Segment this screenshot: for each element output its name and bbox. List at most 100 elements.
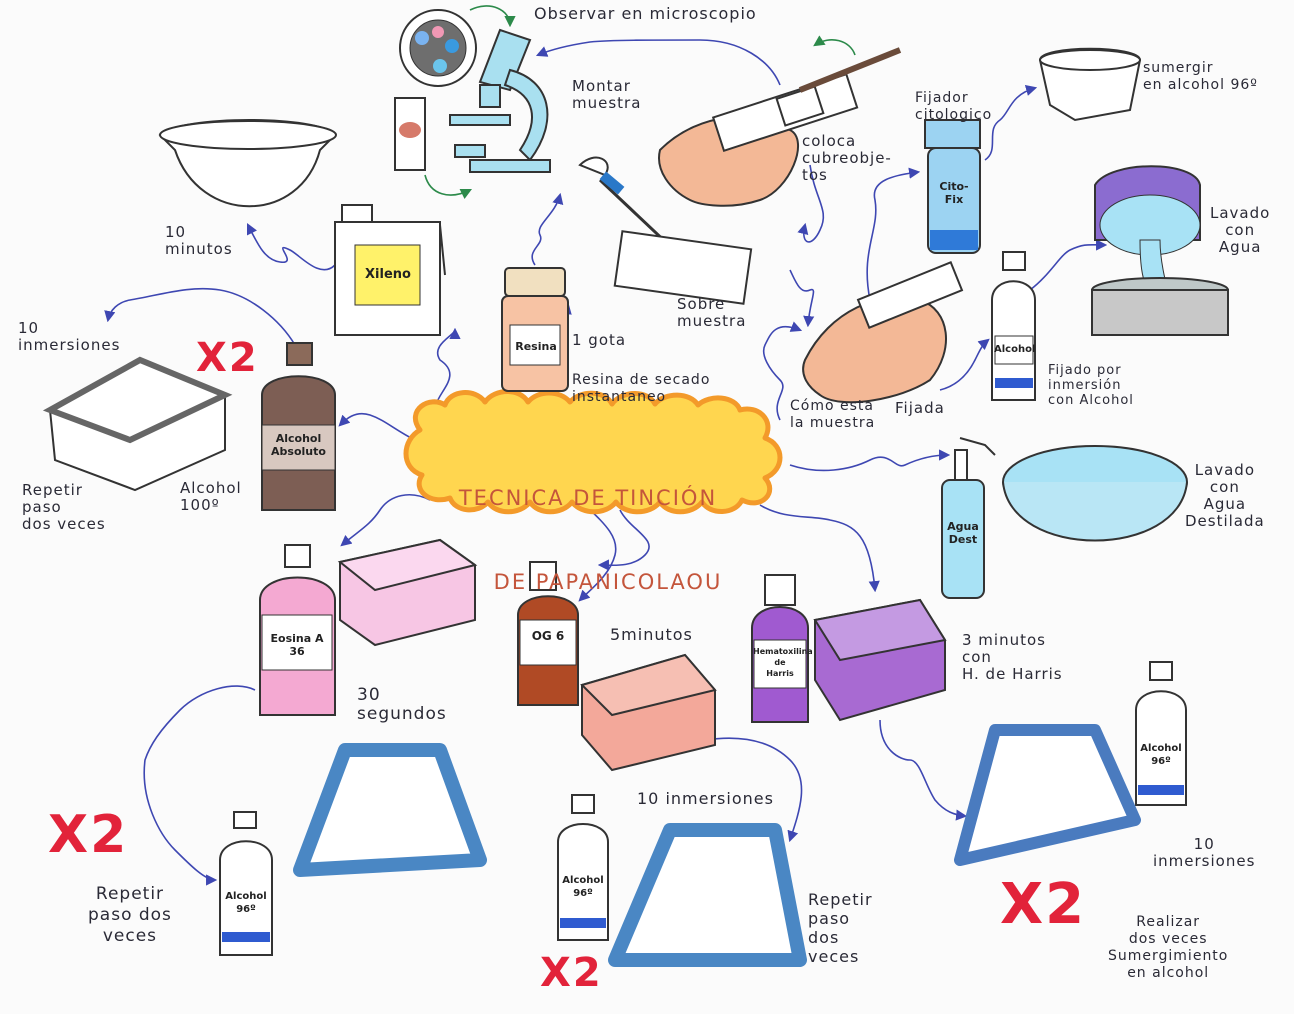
green-arrow-coverslip bbox=[813, 35, 856, 56]
bottle-label-alc96-right: Alcohol 96º bbox=[1140, 743, 1182, 767]
bottle-label-eosina: Eosina A 36 bbox=[270, 632, 324, 658]
label-one-drop: 1 gota bbox=[572, 331, 627, 349]
title-cloud bbox=[403, 389, 783, 515]
distilled-water-basin-icon bbox=[1002, 445, 1188, 542]
label-ten-imm-mid: 10 inmersiones bbox=[637, 789, 774, 808]
arrow-to-microscope bbox=[535, 39, 781, 86]
citofix-bottle-icon bbox=[924, 119, 981, 254]
arrow-xilene-to-bowl bbox=[246, 222, 336, 271]
label-coverslip: coloca cubreobje- tos bbox=[802, 132, 892, 184]
label-ten-min: 10 minutos bbox=[165, 223, 233, 258]
label-on-sample: Sobre muestra bbox=[677, 295, 747, 330]
arrow-title-to-fix bbox=[762, 321, 803, 421]
blue-tray-mid-icon bbox=[608, 823, 807, 967]
title-line-2: DE PAPANICOLAOU bbox=[493, 570, 723, 594]
blue-tray-left-icon bbox=[293, 743, 487, 877]
arrow-hand-to-alcohol bbox=[939, 338, 990, 391]
arrow-alcabs-to-tray bbox=[104, 287, 296, 346]
hand-coverslip-icon bbox=[658, 47, 902, 207]
diagram-title: TECNICA DE TINCIÓN DE PAPANICOLAOU bbox=[418, 428, 758, 624]
xilene-jug-icon bbox=[334, 204, 446, 336]
label-fixed: Fijada bbox=[895, 399, 945, 417]
og6-bottle-icon bbox=[517, 561, 579, 706]
arrow-title-to-og6b bbox=[578, 499, 617, 602]
x2-mark-left: X2 bbox=[48, 805, 129, 865]
label-three-min: 3 minutos con H. de Harris bbox=[962, 631, 1063, 683]
label-realizar: Realizar dos veces Sumergimiento en alco… bbox=[1108, 914, 1229, 981]
arrow-citofix-to-cup bbox=[984, 85, 1038, 161]
arrow-hand-to-slide bbox=[789, 269, 815, 328]
label-repeat-left: Repetir paso dos veces bbox=[22, 481, 106, 533]
cup-icon bbox=[1038, 47, 1142, 122]
label-fixative: Fijador citologico bbox=[915, 90, 993, 123]
label-wash-water: Lavado con Agua bbox=[1210, 204, 1271, 256]
label-thirty-sec: 30 segundos bbox=[357, 685, 447, 724]
microscope-group bbox=[394, 9, 551, 173]
arrow-title-to-og6 bbox=[597, 509, 650, 571]
arrow-title-to-eosina bbox=[340, 494, 431, 547]
water-wash-icon bbox=[1091, 165, 1229, 336]
alcohol96-right-bottle-icon bbox=[1135, 661, 1187, 806]
x2-mark-mid: X2 bbox=[540, 950, 603, 996]
title-line-1: TECNICA DE TINCIÓN bbox=[458, 486, 718, 510]
label-ten-imm-top: 10 inmersiones bbox=[18, 319, 121, 354]
bottle-label-harris: Hematoxilina de Harris bbox=[753, 647, 813, 678]
dropper-icon bbox=[578, 156, 753, 305]
label-mount: Montar muestra bbox=[572, 77, 642, 112]
label-ten-imm-right: 10 inmersiones bbox=[1153, 835, 1256, 870]
green-arrows bbox=[424, 5, 856, 200]
arrow-harris-to-tray bbox=[879, 719, 968, 821]
alcohol96-left-bottle-icon bbox=[219, 811, 273, 956]
label-immerse96: sumergir en alcohol 96º bbox=[1143, 60, 1258, 93]
bottle-label-alc96-left: Alcohol 96º bbox=[225, 891, 267, 915]
x2-mark-right: X2 bbox=[1000, 872, 1087, 937]
label-observe: Observar en microscopio bbox=[534, 4, 757, 23]
harris-tray-icon bbox=[813, 598, 947, 722]
bottle-label-citofix: Cito- Fix bbox=[939, 180, 969, 206]
arrow-title-to-harris bbox=[759, 504, 880, 593]
label-fixed-alcohol: Fijado por inmersión con Alcohol bbox=[1048, 363, 1134, 408]
label-wash-dist: Lavado con Agua Destilada bbox=[1185, 461, 1265, 530]
glass-slide-bottom bbox=[613, 230, 753, 305]
label-repeat-bm: Repetir paso dos veces bbox=[808, 890, 873, 966]
bottle-label-og6: OG 6 bbox=[531, 629, 565, 643]
harris-bottle-icon bbox=[751, 574, 809, 723]
microscope-icon bbox=[449, 28, 551, 173]
eosin-tray-icon bbox=[337, 538, 478, 647]
green-arrow-top bbox=[469, 5, 516, 28]
bottle-label-agua-dest: Agua Dest bbox=[947, 520, 979, 546]
label-repeat-bl: Repetir paso dos veces bbox=[88, 884, 172, 946]
connector-arrows bbox=[104, 39, 1108, 886]
arrow-fixed-to-citofix bbox=[866, 167, 921, 301]
hand-fixed-icon bbox=[802, 261, 964, 404]
og6-tray-icon bbox=[580, 653, 717, 772]
bottle-label-alc96-mid: Alcohol 96º bbox=[562, 875, 604, 899]
alcohol96-mid-bottle-icon bbox=[557, 794, 609, 941]
arrow-title-to-alcabs bbox=[338, 412, 416, 441]
arrow-title-to-agua bbox=[789, 449, 951, 472]
arrow-hand-to-coverslip bbox=[797, 164, 825, 243]
bottle-label-alcohol-fix: Alcohol bbox=[994, 344, 1036, 355]
label-resin-desc: Resina de secado instantaneo bbox=[572, 372, 711, 405]
label-how-fixed: Cómo esta la muestra bbox=[790, 398, 876, 431]
bottle-label-alcohol-abs: Alcohol Absoluto bbox=[271, 432, 326, 458]
bottle-label-resina: Resina bbox=[515, 340, 557, 353]
alcohol-absolute-bottle-icon bbox=[261, 342, 336, 511]
water-dist-bottle-icon bbox=[941, 437, 996, 599]
label-five-min: 5minutos bbox=[610, 625, 693, 644]
green-arrow-bottom bbox=[424, 174, 473, 200]
blue-tray-right-icon bbox=[954, 724, 1141, 866]
arrow-alcohol-to-wash bbox=[1029, 239, 1108, 291]
arrow-resin-up bbox=[531, 192, 564, 266]
alcohol-fix-bottle-icon bbox=[991, 251, 1036, 401]
x2-mark-top: X2 bbox=[196, 335, 259, 381]
arrow-eosina-to-alc96 bbox=[143, 685, 256, 886]
bowl-icon bbox=[158, 119, 337, 208]
eosin-bottle-icon bbox=[259, 544, 336, 716]
bottle-label-xileno: Xileno bbox=[365, 267, 411, 282]
tray-alcohol100-icon bbox=[42, 356, 233, 492]
arrow-og6-to-alc96 bbox=[704, 737, 803, 843]
label-alcohol100: Alcohol 100º bbox=[180, 479, 242, 514]
resin-jar-icon bbox=[501, 267, 569, 392]
